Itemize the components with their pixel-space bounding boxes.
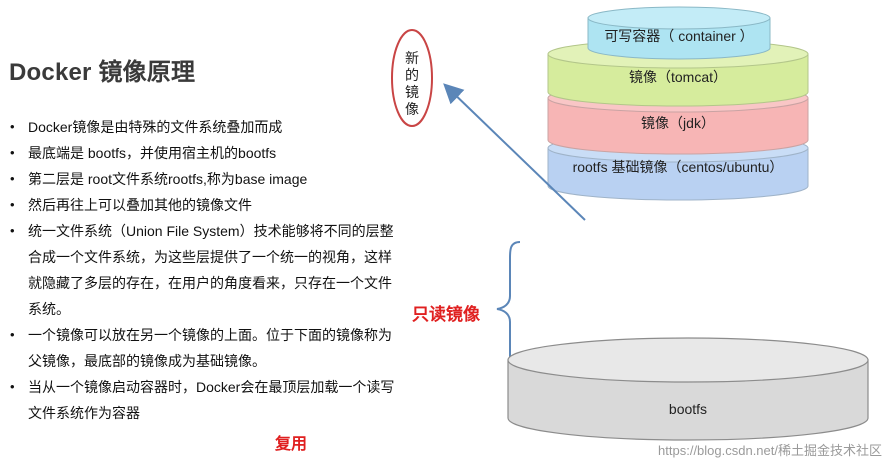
reuse-label: 复用 [275, 436, 308, 453]
new-image-char: 的 [405, 67, 419, 83]
layer-container: 可写容器（ container ） [587, 6, 771, 60]
bullet-item: 最底端是 bootfs，并使用宿主机的bootfs [10, 140, 402, 166]
bullet-item: 然后再往上可以叠加其他的镜像文件 [10, 192, 402, 218]
layer-rootfs-label: rootfs 基础镜像（centos/ubuntu） [573, 159, 784, 175]
new-image-char: 像 [405, 101, 419, 117]
bullet-item: 当从一个镜像启动容器时，Docker会在最顶层加载一个读写文件系统作为容器 [10, 374, 402, 426]
layer-jdk-label: 镜像（jdk） [641, 115, 715, 131]
bullet-item: 一个镜像可以放在另一个镜像的上面。位于下面的镜像称为父镜像，最底部的镜像成为基础… [10, 322, 402, 374]
page-title: Docker 镜像原理 [9, 59, 196, 86]
new-image-char: 镜 [405, 84, 419, 100]
bullet-item: 统一文件系统（Union File System）技术能够将不同的层整合成一个文… [10, 218, 402, 322]
bullet-item: Docker镜像是由特殊的文件系统叠加而成 [10, 114, 402, 140]
new-image-oval: 新 的 镜 像 [391, 29, 433, 127]
layer-bootfs-label: bootfs [669, 401, 707, 417]
commit-arrow [443, 83, 586, 221]
layer-bootfs: bootfs [507, 337, 869, 441]
watermark-text: https://blog.csdn.net/稀土掘金技术社区 [658, 443, 882, 458]
bullet-item: 第二层是 root文件系统rootfs,称为base image [10, 166, 402, 192]
layer-tomcat-label: 镜像（tomcat） [629, 69, 727, 85]
layer-container-label: 可写容器（ container ） [604, 28, 753, 44]
readonly-image-label: 只读镜像 [412, 305, 480, 324]
bullet-list: Docker镜像是由特殊的文件系统叠加而成 最底端是 bootfs，并使用宿主机… [10, 114, 402, 426]
new-image-char: 新 [405, 50, 419, 66]
